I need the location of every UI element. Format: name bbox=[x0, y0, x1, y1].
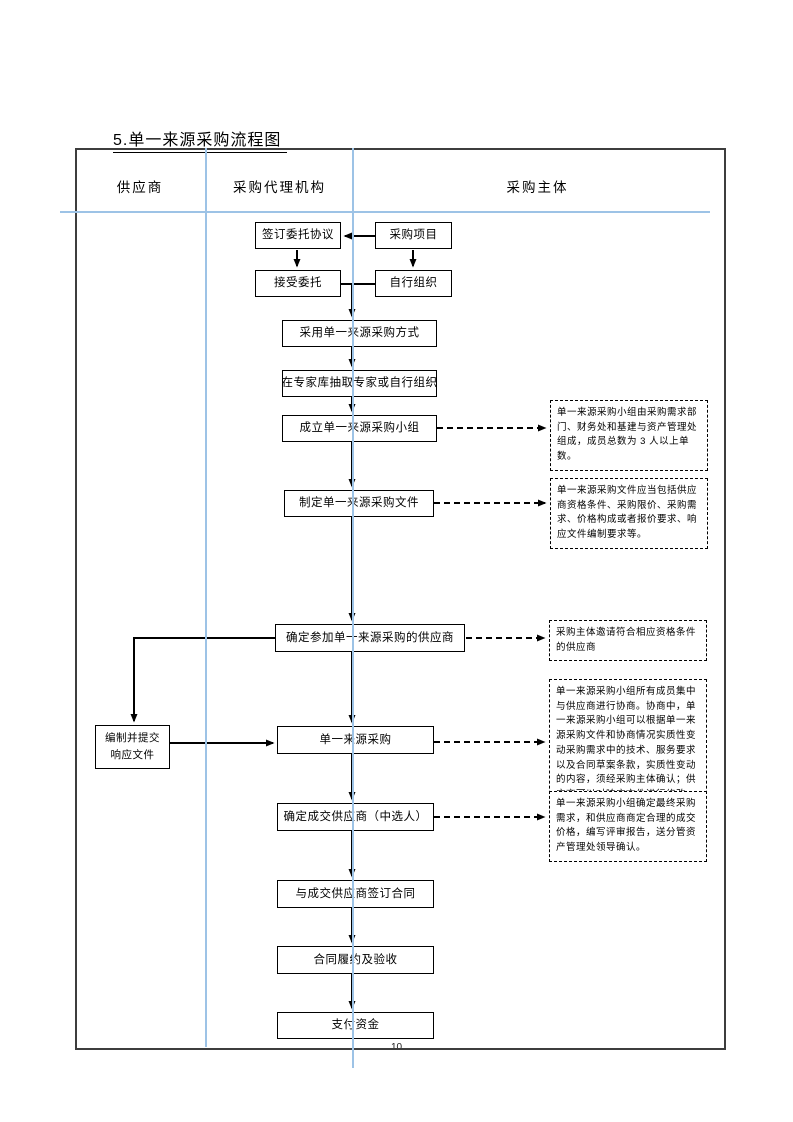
flow-node-form-team: 成立单一来源采购小组 bbox=[282, 415, 437, 442]
swimlane-divider-center bbox=[352, 148, 354, 1068]
flow-node-self-organize: 自行组织 bbox=[375, 270, 452, 297]
annotation-supplier-invitation: 采购主体邀请符合相应资格条件的供应商 bbox=[549, 620, 707, 662]
flow-node-accept-entrustment: 接受委托 bbox=[255, 270, 341, 297]
flow-node-procurement-project: 采购项目 bbox=[375, 222, 452, 249]
page-number: 10 bbox=[391, 1042, 403, 1053]
flow-node-adopt-method: 采用单一来源采购方式 bbox=[282, 320, 437, 347]
flow-node-sign-agreement: 签订委托协议 bbox=[255, 222, 341, 249]
flowchart-frame bbox=[75, 148, 726, 1050]
flow-node-determine-suppliers: 确定参加单一来源采购的供应商 bbox=[275, 624, 465, 652]
annotation-document-contents: 单一来源采购文件应当包括供应商资格条件、采购限价、采购需求、价格构成或者报价要求… bbox=[550, 478, 708, 549]
annotation-final-confirmation: 单一来源采购小组确定最终采购需求，和供应商商定合理的成交价格，编写评审报告，送分… bbox=[549, 791, 707, 862]
column-header-agency: 采购代理机构 bbox=[233, 180, 326, 195]
prepare-response-line2: 响应文件 bbox=[110, 749, 155, 761]
column-header-supplier: 供应商 bbox=[116, 180, 164, 195]
flow-node-prepare-response: 编制并提交 响应文件 bbox=[95, 725, 170, 769]
flow-node-pay-funds: 支付资金 bbox=[277, 1012, 434, 1039]
column-header-purchaser: 采购主体 bbox=[506, 180, 569, 195]
flow-node-single-source-procurement: 单一来源采购 bbox=[277, 726, 434, 754]
flow-node-determine-winner: 确定成交供应商（中选人） bbox=[277, 803, 434, 831]
swimlane-divider-left bbox=[205, 148, 207, 1047]
prepare-response-line1: 编制并提交 bbox=[105, 732, 160, 745]
swimlane-header-rule bbox=[60, 211, 710, 213]
annotation-team-composition: 单一来源采购小组由采购需求部门、财务处和基建与资产管理处组成，成员总数为 3 人… bbox=[550, 400, 708, 471]
flow-node-select-experts: 在专家库抽取专家或自行组织 bbox=[282, 370, 437, 397]
flow-node-contract-acceptance: 合同履约及验收 bbox=[277, 946, 434, 974]
annotation-negotiation-rules: 单一来源采购小组所有成员集中与供应商进行协商。协商中，单一来源采购小组可以根据单… bbox=[549, 679, 707, 809]
flow-node-make-documents: 制定单一来源采购文件 bbox=[284, 490, 434, 517]
flow-node-sign-contract: 与成交供应商签订合同 bbox=[277, 880, 434, 908]
page-title: 5.单一来源采购流程图 bbox=[113, 126, 288, 153]
